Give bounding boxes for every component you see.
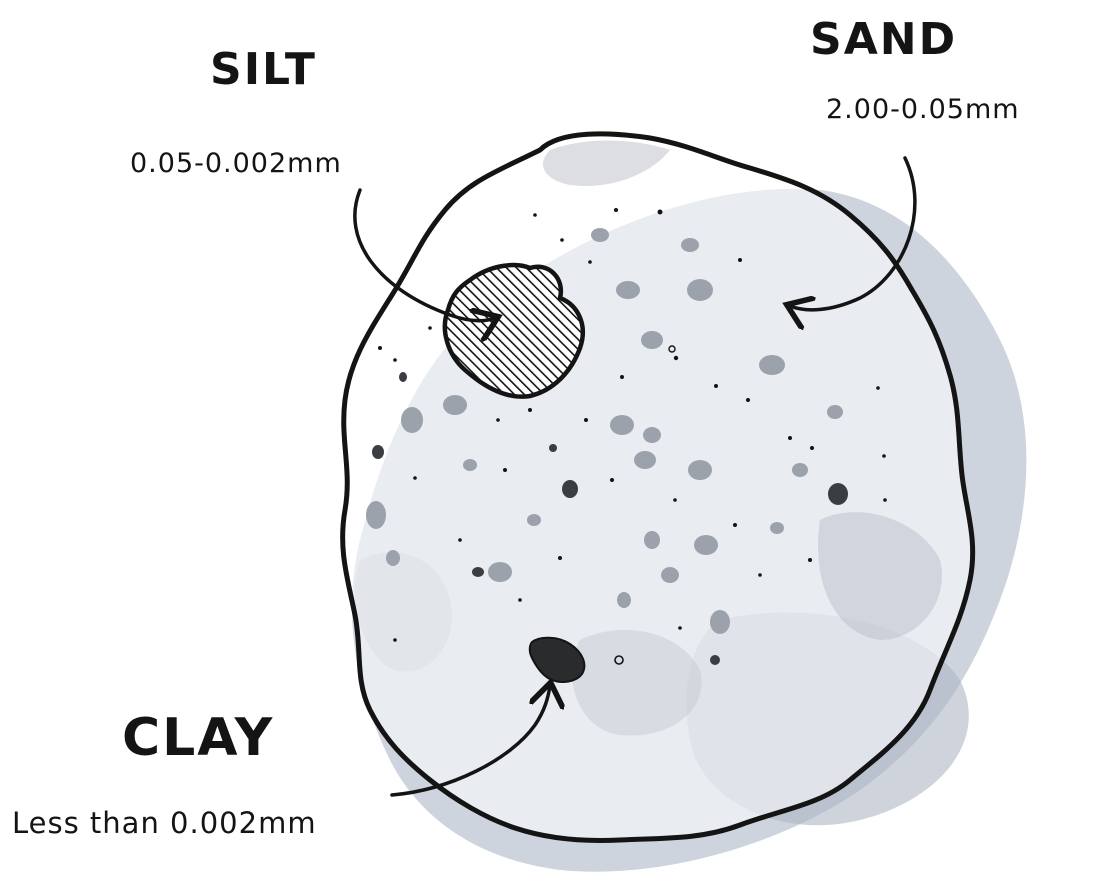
sand-title: SAND [810, 14, 957, 65]
clay-size-range: Less than 0.002mm [12, 806, 317, 840]
silt-size-range: 0.05-0.002mm [130, 148, 342, 179]
sand-particle [343, 134, 973, 841]
sand-size-range: 2.00-0.05mm [826, 94, 1020, 125]
silt-title: SILT [210, 44, 317, 95]
clay-title: CLAY [122, 708, 274, 768]
